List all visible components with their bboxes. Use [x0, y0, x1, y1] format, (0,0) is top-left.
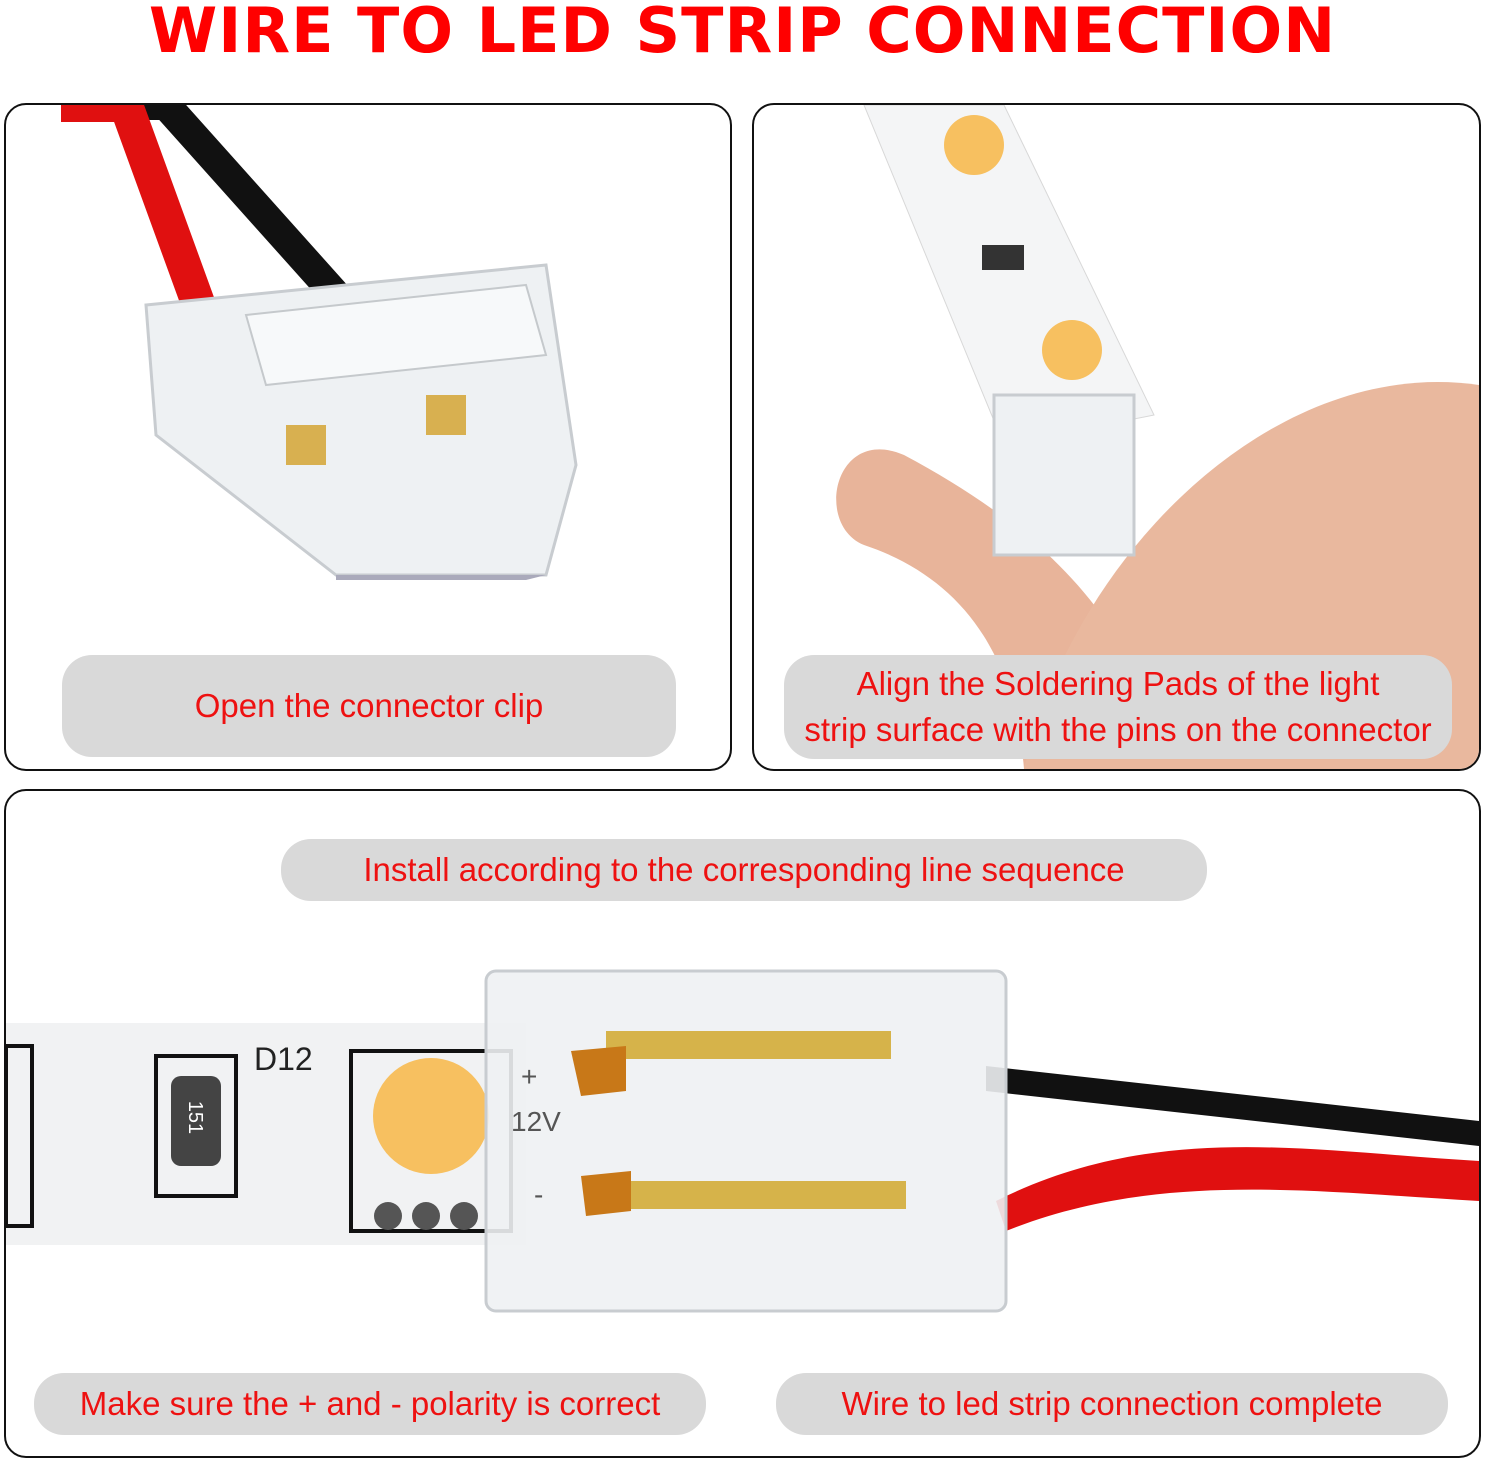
caption-line-sequence: Install according to the corresponding l…	[281, 839, 1207, 901]
strip-label-minus: -	[534, 1179, 544, 1210]
page-title: WIRE TO LED STRIP CONNECTION	[148, 0, 1337, 67]
strip-label-led: D12	[254, 1041, 313, 1077]
panel-install: D12 + 12V - 151 Install according to the…	[4, 789, 1481, 1458]
installed-connector-photo	[6, 969, 1479, 1313]
caption-align-pads: Align the Soldering Pads of the light st…	[784, 655, 1452, 759]
caption-open-clip: Open the connector clip	[62, 655, 676, 757]
caption-polarity: Make sure the + and - polarity is correc…	[34, 1373, 706, 1435]
caption-line-2: strip surface with the pins on the conne…	[804, 711, 1432, 748]
panel-open-clip: Open the connector clip	[4, 103, 732, 771]
caption-line-1: Align the Soldering Pads of the light	[856, 665, 1380, 703]
strip-label-plus: +	[521, 1061, 538, 1092]
caption-complete: Wire to led strip connection complete	[776, 1373, 1448, 1435]
connector-open-photo	[61, 105, 578, 580]
strip-label-resistor: 151	[184, 1100, 207, 1135]
panel-align-pads: Align the Soldering Pads of the light st…	[752, 103, 1481, 771]
strip-label-voltage: 12V	[511, 1106, 561, 1137]
